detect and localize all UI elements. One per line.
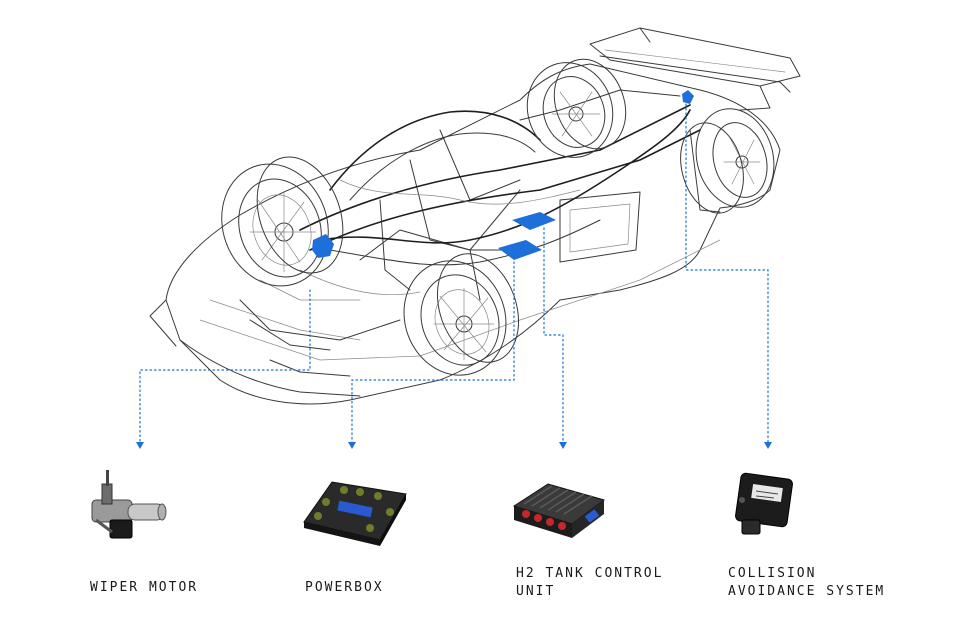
collision-avoidance-system-label: COLLISION AVOIDANCE SYSTEM xyxy=(728,565,885,601)
leader-lines xyxy=(136,103,772,449)
powerbox-label-line-1: POWERBOX xyxy=(305,580,384,595)
h2-tank-control-unit-leader xyxy=(543,227,564,445)
h2-tank-control-unit-label: H2 TANK CONTROL UNIT xyxy=(516,565,663,601)
car-wireframe xyxy=(149,27,801,405)
powerbox-arrow xyxy=(348,442,356,449)
h2-tank-control-unit-arrow xyxy=(559,442,567,449)
h2-tank-control-unit-location xyxy=(512,212,556,230)
control-unit-icon xyxy=(512,483,606,538)
h2-tank-control-unit-label-line-1: H2 TANK CONTROL xyxy=(516,566,664,581)
powerbox-label: POWERBOX xyxy=(305,579,384,597)
wiper-motor-icon xyxy=(91,470,167,539)
collision-avoidance-system-arrow xyxy=(764,442,772,449)
collision-avoidance-system-label-line-2: AVOIDANCE SYSTEM xyxy=(728,584,886,599)
sensor-module-icon xyxy=(735,472,793,535)
powerbox-leader xyxy=(351,261,515,445)
wiper-motor-arrow xyxy=(136,442,144,449)
wiper-motor-location xyxy=(312,234,334,258)
powerbox-location xyxy=(498,240,542,260)
collision-avoidance-system-location xyxy=(682,90,694,104)
h2-tank-control-unit-label-line-2: UNIT xyxy=(516,584,556,599)
highlighted-parts xyxy=(312,90,694,260)
collision-avoidance-system-label-line-1: COLLISION xyxy=(728,566,817,581)
powerbox-icon xyxy=(303,481,407,546)
wiper-motor-label: WIPER MOTOR xyxy=(90,579,198,597)
collision-avoidance-system-leader xyxy=(685,103,769,445)
wiper-motor-leader xyxy=(139,289,311,445)
wiper-motor-label-line-1: WIPER MOTOR xyxy=(90,580,199,595)
